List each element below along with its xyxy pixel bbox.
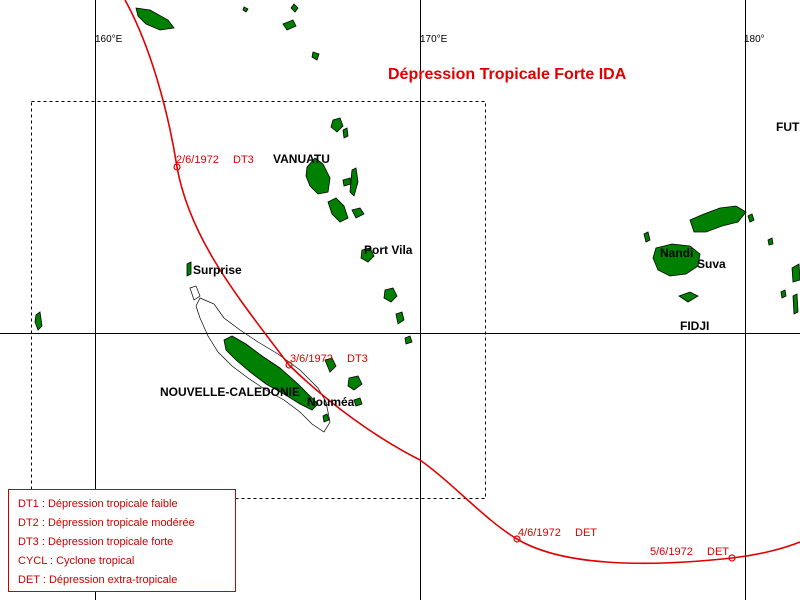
land-vanuatu-epi xyxy=(351,207,365,219)
land-vanuatu-efate xyxy=(360,247,375,263)
track-status-1: DT3 xyxy=(233,154,254,166)
land-solomon-2 xyxy=(282,19,297,31)
meridian-label-160e: 160°E xyxy=(95,34,123,45)
land-solomon-1 xyxy=(135,7,175,31)
label-futuna-partial: FUT xyxy=(776,120,800,134)
land-vanuatu-tanna xyxy=(395,311,405,325)
track-date-2: 3/6/1972 xyxy=(290,353,333,365)
label-fidji: FIDJI xyxy=(680,319,709,333)
legend-box: DT1 : Dépression tropicale faible DT2 : … xyxy=(8,489,236,592)
label-surprise: Surprise xyxy=(193,263,242,277)
land-chesterfield xyxy=(34,311,43,331)
land-vanuatu-malekula xyxy=(327,197,349,223)
track-status-2: DT3 xyxy=(347,353,368,365)
track-markers xyxy=(173,163,736,562)
track-status-4: DET xyxy=(707,546,729,558)
land-fiji-vanua-levu xyxy=(689,205,747,233)
land-loyalty-lifou xyxy=(347,375,363,391)
meridian-label-180: 180° xyxy=(744,34,765,45)
track-marker-4 xyxy=(728,554,736,562)
legend-item-dt3: DT3 : Dépression tropicale forte xyxy=(18,536,174,548)
land-fiji-kadavu xyxy=(678,291,699,303)
land-vanuatu-pentecost xyxy=(349,167,359,197)
land-fiji-viti-levu xyxy=(652,243,701,277)
legend-item-dt1: DT1 : Dépression tropicale faible xyxy=(18,498,178,510)
label-nouvelle-caledonie: NOUVELLE-CALEDONIE xyxy=(160,385,300,399)
land-fiji-yasawa xyxy=(643,231,651,243)
land-vanuatu-espiritu xyxy=(305,157,331,195)
track-marker-1 xyxy=(173,163,181,171)
landmasses xyxy=(34,3,800,423)
zone-box xyxy=(31,101,486,499)
track-date-3: 4/6/1972 xyxy=(518,527,561,539)
label-vanuatu: VANUATU xyxy=(273,152,330,166)
land-vanuatu-ambae xyxy=(342,177,352,187)
land-loyalty-ouvea xyxy=(324,357,337,373)
land-grande-terre xyxy=(223,335,319,411)
label-nandi: Nandi xyxy=(660,246,693,260)
land-fiji-lau-1 xyxy=(767,237,774,246)
track-date-1: 2/6/1972 xyxy=(176,154,219,166)
land-solomon-4 xyxy=(311,51,320,61)
label-suva: Suva xyxy=(697,257,726,271)
land-solomon-3 xyxy=(290,3,299,13)
map-title: Dépression Tropicale Forte IDA xyxy=(388,66,627,83)
land-ile-des-pins xyxy=(322,413,330,423)
track-marker-2 xyxy=(285,361,293,369)
land-vanuatu-aneityum xyxy=(404,335,413,345)
track-date-4: 5/6/1972 xyxy=(650,546,693,558)
reef-outline-new-caledonia xyxy=(195,297,331,433)
track-marker-3 xyxy=(513,535,521,543)
land-fiji-lau-2 xyxy=(791,263,800,283)
land-fiji-lau-3 xyxy=(780,289,787,299)
land-vanuatu-banks xyxy=(330,117,344,133)
legend-item-det: DET : Dépression extra-tropicale xyxy=(18,574,178,586)
label-port-vila: Port Vila xyxy=(364,243,413,257)
land-surprise xyxy=(186,261,192,277)
label-noumea: Nouméa xyxy=(307,395,355,409)
land-islet-1 xyxy=(242,6,249,13)
land-fiji-lau-4 xyxy=(792,293,799,315)
meridian-label-170e: 170°E xyxy=(420,34,448,45)
land-loyalty-mare xyxy=(353,397,363,407)
track-status-3: DET xyxy=(575,527,597,539)
land-vanuatu-erromango xyxy=(383,287,398,303)
land-fiji-taveuni xyxy=(747,213,755,223)
land-vanuatu-2 xyxy=(342,127,349,139)
legend-item-cycl: CYCL : Cyclone tropical xyxy=(18,555,135,567)
legend-item-dt2: DT2 : Dépression tropicale modérée xyxy=(18,517,195,529)
cyclone-track xyxy=(124,0,800,565)
reef-outline-north xyxy=(189,285,201,301)
